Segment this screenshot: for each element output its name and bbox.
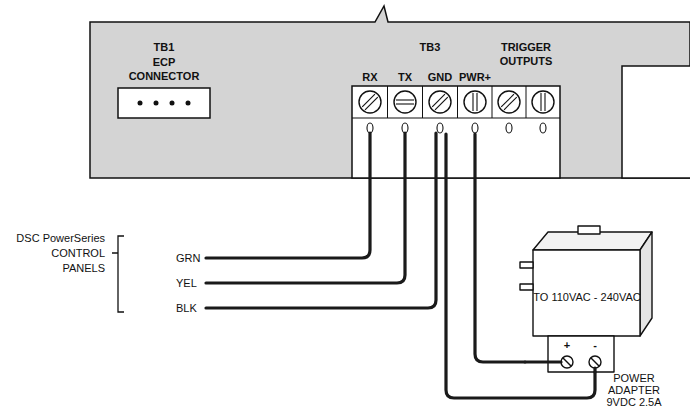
terminal-label: TB3: [352, 40, 508, 54]
wire-color-label: GRN: [176, 251, 204, 266]
terminal-screws: [359, 86, 554, 133]
power-wire: [475, 134, 525, 362]
power-wire: [446, 134, 595, 398]
board-module: [622, 66, 690, 178]
bracket: [112, 236, 124, 312]
terminal-divider: [352, 117, 560, 118]
ecp-connector-node: TB1ECP CONNECTOR: [118, 38, 210, 118]
terminal-label: PWR+: [458, 70, 492, 84]
terminal-label: TB1: [118, 40, 210, 54]
ecp-connector: [118, 88, 210, 118]
circuit-board: [90, 6, 690, 178]
terminal-label: GND: [423, 70, 457, 84]
terminal: TX: [388, 68, 422, 134]
terminal-label: TX: [388, 70, 422, 84]
terminal-block: [352, 86, 560, 178]
terminal-block-node: TB3RXTXGNDPWR+TRIGGER OUTPUTS: [352, 40, 560, 178]
terminal-label: +: [561, 338, 573, 352]
power-adapter-node: TO 110VAC - 240VAC+-POWER ADAPTER 9VDC 2…: [525, 222, 647, 372]
terminal-label: POWER ADAPTER 9VDC 2.5A: [603, 372, 665, 408]
terminal-label: RX: [353, 70, 387, 84]
terminal-label: ECP CONNECTOR: [118, 55, 210, 83]
terminal: RX: [353, 68, 387, 134]
terminal: GND: [423, 68, 457, 134]
wire-color-label: BLK: [176, 301, 204, 316]
trigger-terminals: TRIGGER OUTPUTS: [494, 40, 558, 134]
control-wires: [206, 133, 436, 308]
panel-label: DSC PowerSeries CONTROL PANELS: [10, 231, 105, 276]
adapter-leads: [525, 362, 595, 372]
terminal: PWR+: [458, 68, 492, 134]
connector-pins: [138, 101, 191, 106]
wire-color-label: YEL: [176, 276, 204, 291]
terminal-label: TRIGGER OUTPUTS: [494, 40, 558, 68]
terminal-label: -: [589, 338, 601, 352]
power-adapter: [520, 226, 652, 372]
terminal-label: TO 110VAC - 240VAC: [531, 290, 643, 304]
